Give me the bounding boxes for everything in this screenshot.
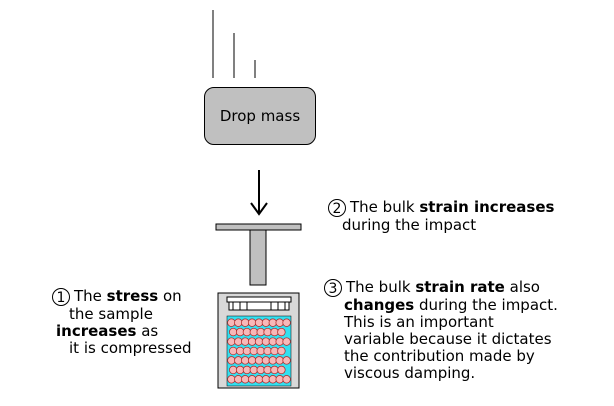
piston-head [228, 301, 290, 311]
particle [227, 375, 236, 384]
particle [247, 318, 257, 327]
particle [268, 318, 277, 327]
particle [229, 327, 238, 337]
particle [249, 365, 258, 375]
particle [242, 346, 252, 356]
particle [227, 337, 236, 346]
note-3-line-2: changes during the impact. [344, 296, 558, 314]
particle [229, 365, 238, 375]
particle [277, 365, 286, 375]
particle [268, 337, 277, 346]
note-2-emphasis: strain increases [419, 198, 555, 216]
particle [254, 337, 264, 346]
particle [234, 356, 243, 365]
particle [256, 346, 265, 356]
note-2-number: 2 [328, 199, 346, 217]
particle [270, 346, 279, 356]
particle [268, 356, 277, 365]
note-1-emphasis-2: increases [56, 322, 137, 340]
particle [282, 318, 291, 327]
particle [241, 337, 250, 346]
particle [229, 346, 238, 356]
note-2-line-2: during the impact [342, 216, 477, 234]
particle [234, 337, 243, 346]
particle [263, 327, 272, 337]
particle [261, 337, 271, 346]
note-1-line-2: the sample [69, 305, 153, 323]
particle [275, 356, 284, 365]
particle [254, 356, 264, 365]
note-3-line-5: the contribution made by [344, 347, 535, 365]
particle [256, 327, 265, 337]
particle [234, 375, 243, 384]
particle [261, 356, 271, 365]
particle [227, 356, 236, 365]
particle [241, 318, 250, 327]
particle [249, 346, 258, 356]
particle [277, 327, 286, 337]
note-1-emphasis: stress [106, 287, 159, 305]
piston-head-ridges [232, 302, 286, 310]
piston-cap [226, 296, 292, 303]
note-1-line-3: increases as [56, 322, 159, 340]
particle [242, 327, 252, 337]
note-3-emphasis-2: changes [344, 296, 415, 314]
particle [227, 318, 236, 327]
particle [275, 337, 284, 346]
impact-arrow-head [250, 202, 268, 216]
particle [261, 318, 271, 327]
note-3-emphasis: strain rate [415, 278, 505, 296]
particle [261, 375, 271, 384]
particle [275, 375, 284, 384]
particle [277, 346, 286, 356]
particle [263, 365, 272, 375]
particle [263, 346, 272, 356]
particle [282, 337, 291, 346]
anvil-plate [215, 223, 302, 231]
particle [247, 375, 257, 384]
particle [282, 375, 291, 384]
particle [249, 327, 258, 337]
particle [234, 318, 243, 327]
particle [241, 356, 250, 365]
particle [254, 318, 264, 327]
sample-particles [227, 318, 291, 384]
piston-rod [249, 229, 267, 286]
particle [275, 318, 284, 327]
note-3-line-6: viscous damping. [344, 364, 476, 382]
particle [247, 356, 257, 365]
particle [241, 375, 250, 384]
note-3-line-4: variable because it dictates [344, 330, 552, 348]
particle [282, 356, 291, 365]
particle [270, 365, 279, 375]
particle [242, 365, 252, 375]
particle [247, 337, 257, 346]
drop-mass-label: Drop mass [219, 107, 301, 125]
note-3-line-3: This is an important [344, 313, 494, 331]
particle [268, 375, 277, 384]
note-1-number: 1 [52, 288, 70, 306]
drop-mass: Drop mass [204, 87, 316, 145]
particle [254, 375, 264, 384]
particle [270, 327, 279, 337]
note-3-number: 3 [324, 279, 342, 297]
particle [256, 365, 265, 375]
note-1-line-4: it is compressed [69, 339, 192, 357]
